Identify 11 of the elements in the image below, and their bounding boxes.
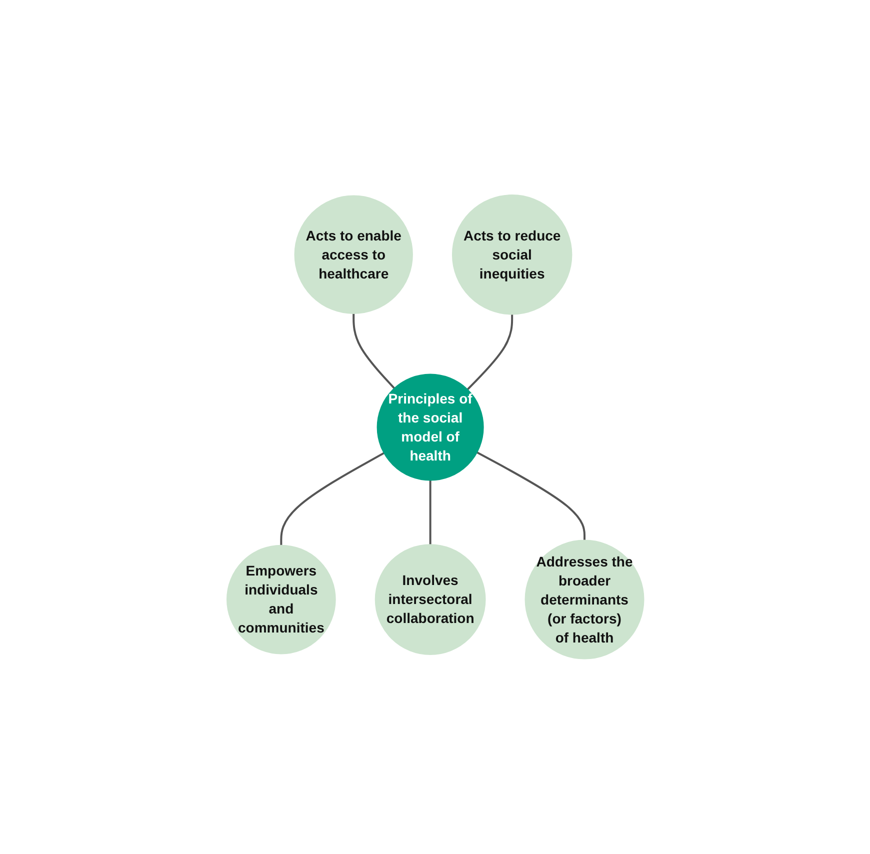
node-circle: Involves intersectoral collaboration [374,544,486,656]
node-circle: Empowers individuals and communities [226,544,336,654]
node-circle: Acts to enable access to healthcare [294,195,413,314]
connector [466,314,513,390]
connector [352,314,395,390]
node-circle: Addresses the broader determinants (or factors) of health [524,540,644,660]
connector [280,452,384,546]
node-circle: Acts to reduce social inequities [452,194,572,315]
connector [428,480,431,545]
connector [476,452,586,540]
node-circle: Principles of the social model of health [376,374,484,481]
